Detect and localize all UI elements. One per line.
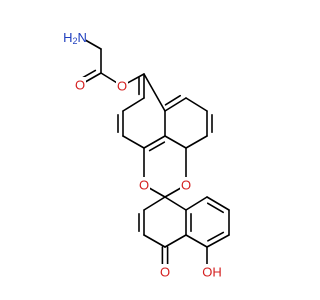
atom-label-background xyxy=(159,264,171,280)
ester-oxygen-label: O xyxy=(117,79,127,94)
single-bond xyxy=(185,196,208,211)
double-bond xyxy=(143,135,166,149)
atom-label-background xyxy=(116,78,128,94)
double-bond-inner xyxy=(206,202,224,214)
ketal-oxygen-right-label: O xyxy=(181,178,191,193)
single-bond xyxy=(143,73,166,112)
ketone-oxygen-label: O xyxy=(160,265,170,280)
single-bond xyxy=(185,97,208,112)
chemical-structure: H2N O O O O O OH xyxy=(63,29,230,280)
double-bond-inner xyxy=(148,141,166,152)
single-bond xyxy=(122,135,145,149)
hydroxyl-label: OH xyxy=(202,265,222,280)
single-bond xyxy=(164,135,187,149)
atom-label-background xyxy=(74,77,86,93)
atom-label-background xyxy=(180,177,192,193)
double-bond xyxy=(206,234,230,248)
carbonyl-oxygen-label: O xyxy=(75,78,85,93)
atom-labels: H2N O O O O O OH xyxy=(63,29,223,280)
ketal-oxygen-left-label: O xyxy=(139,178,149,193)
double-bond-inner xyxy=(164,94,182,106)
double-bond-inner xyxy=(207,231,225,242)
single-bond xyxy=(185,234,208,248)
single-bond xyxy=(185,135,208,149)
amino-group-label: H2N xyxy=(63,30,87,47)
bonds xyxy=(79,36,230,273)
single-bond xyxy=(164,196,187,211)
double-bond xyxy=(206,196,230,211)
double-bond xyxy=(164,97,187,112)
atom-label-background xyxy=(201,264,223,280)
single-bond xyxy=(143,234,166,248)
single-bond xyxy=(143,196,166,211)
atom-label-background xyxy=(64,29,86,45)
atom-label-background xyxy=(138,177,150,193)
single-bond xyxy=(164,234,187,248)
single-bond xyxy=(122,97,145,112)
